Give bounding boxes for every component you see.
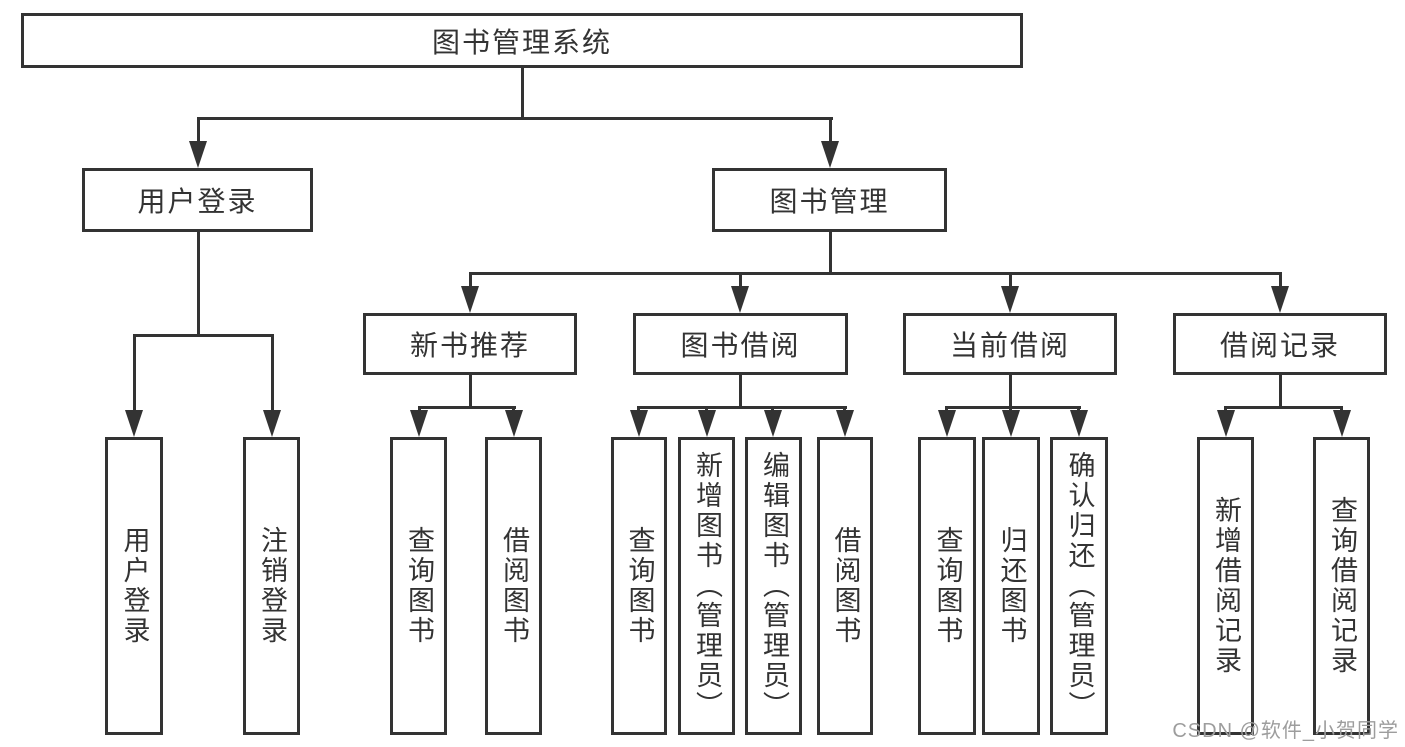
connector-line bbox=[1279, 273, 1282, 288]
arrow-down-icon bbox=[698, 410, 716, 437]
connector-line bbox=[197, 117, 833, 120]
node-leaf-edit-books-admin: 编辑图书（管理员） bbox=[745, 437, 802, 735]
arrow-down-icon bbox=[1217, 410, 1235, 437]
node-current-borrowing: 当前借阅 bbox=[903, 313, 1117, 375]
arrow-down-icon bbox=[461, 286, 479, 313]
connector-line bbox=[945, 406, 1081, 409]
node-leaf-logout: 注销登录 bbox=[243, 437, 300, 735]
connector-line bbox=[1009, 375, 1012, 408]
arrow-down-icon bbox=[1271, 286, 1289, 313]
connector-line bbox=[469, 273, 472, 288]
arrow-down-icon bbox=[630, 410, 648, 437]
arrow-down-icon bbox=[189, 141, 207, 168]
arrow-down-icon bbox=[1333, 410, 1351, 437]
node-leaf-confirm-return: 确认归还（管理员） bbox=[1050, 437, 1108, 735]
node-root: 图书管理系统 bbox=[21, 13, 1023, 68]
node-book-management: 图书管理 bbox=[712, 168, 947, 232]
arrow-down-icon bbox=[821, 141, 839, 168]
connector-line bbox=[1009, 273, 1012, 288]
arrow-down-icon bbox=[125, 410, 143, 437]
node-leaf-user-login: 用户登录 bbox=[105, 437, 163, 735]
connector-line bbox=[521, 68, 524, 120]
arrow-down-icon bbox=[938, 410, 956, 437]
node-leaf-query-borrow-record: 查询借阅记录 bbox=[1313, 437, 1370, 735]
connector-line bbox=[197, 118, 200, 144]
connector-line bbox=[739, 273, 742, 288]
node-new-book-recommendation: 新书推荐 bbox=[363, 313, 577, 375]
node-leaf-add-books-admin: 新增图书（管理员） bbox=[678, 437, 735, 735]
connector-line bbox=[271, 335, 274, 413]
node-leaf-query-books-3: 查询图书 bbox=[918, 437, 976, 735]
connector-line bbox=[469, 375, 472, 408]
arrow-down-icon bbox=[1002, 410, 1020, 437]
arrow-down-icon bbox=[410, 410, 428, 437]
node-user-login: 用户登录 bbox=[82, 168, 313, 232]
node-book-borrowing: 图书借阅 bbox=[633, 313, 848, 375]
arrow-down-icon bbox=[764, 410, 782, 437]
connector-line bbox=[197, 232, 200, 336]
node-leaf-return-books: 归还图书 bbox=[982, 437, 1040, 735]
arrow-down-icon bbox=[1001, 286, 1019, 313]
arrow-down-icon bbox=[263, 410, 281, 437]
arrow-down-icon bbox=[731, 286, 749, 313]
connector-line bbox=[829, 232, 832, 274]
connector-line bbox=[418, 406, 516, 409]
connector-line bbox=[133, 335, 136, 413]
connector-line bbox=[133, 334, 274, 337]
arrow-down-icon bbox=[505, 410, 523, 437]
node-leaf-query-books-2: 查询图书 bbox=[611, 437, 667, 735]
arrow-down-icon bbox=[836, 410, 854, 437]
node-borrowing-records: 借阅记录 bbox=[1173, 313, 1387, 375]
connector-line bbox=[739, 375, 742, 408]
node-leaf-borrow-books-2: 借阅图书 bbox=[817, 437, 873, 735]
connector-line bbox=[1224, 406, 1343, 409]
connector-line bbox=[829, 118, 832, 144]
node-leaf-query-books-1: 查询图书 bbox=[390, 437, 447, 735]
connector-line bbox=[1279, 375, 1282, 408]
connector-line bbox=[469, 272, 1282, 275]
node-leaf-add-borrow-record: 新增借阅记录 bbox=[1197, 437, 1254, 735]
watermark: CSDN @软件_小贺同学 bbox=[1172, 720, 1399, 742]
connector-line bbox=[637, 406, 847, 409]
arrow-down-icon bbox=[1070, 410, 1088, 437]
node-leaf-borrow-books-1: 借阅图书 bbox=[485, 437, 542, 735]
